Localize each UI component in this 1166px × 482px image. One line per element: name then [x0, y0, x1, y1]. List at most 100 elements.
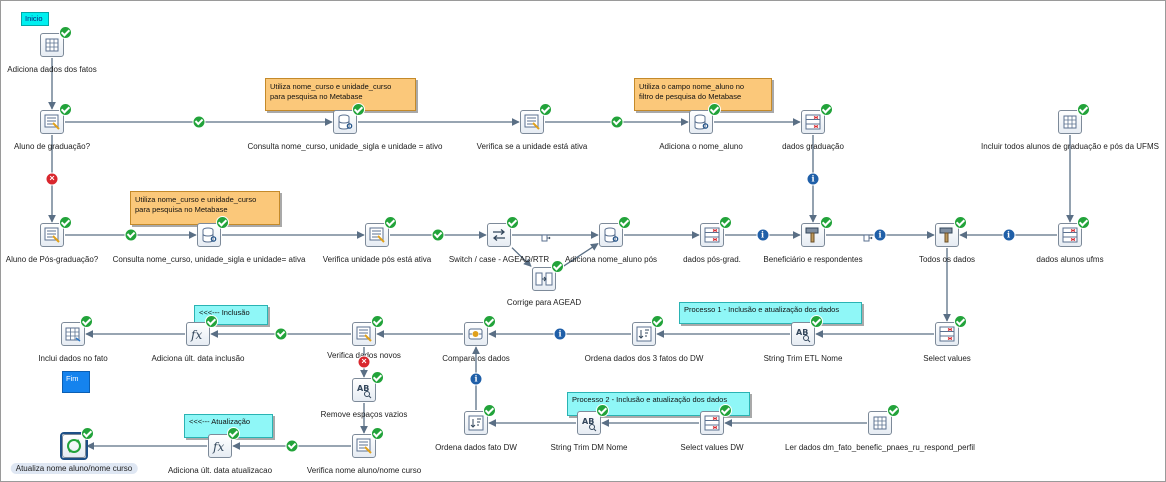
step-s20[interactable]	[352, 315, 384, 346]
status-ok-icon	[59, 216, 72, 229]
selected-ring	[60, 432, 88, 460]
status-ok-icon	[352, 103, 365, 116]
step-s32[interactable]	[352, 427, 384, 458]
status-ok-icon	[708, 103, 721, 116]
status-ok-icon	[59, 103, 72, 116]
note-metabase-graduacao[interactable]: Utiliza nome_curso e unidade_curso para …	[265, 78, 416, 111]
step-s12[interactable]	[599, 216, 631, 247]
step-s15[interactable]	[935, 216, 967, 247]
step-s16[interactable]	[1058, 216, 1090, 247]
database-lookup-icon	[689, 110, 713, 134]
note-metabase-pos[interactable]: Utiliza nome_curso e unidade_curso para …	[130, 191, 280, 225]
status-ok-icon	[483, 315, 496, 328]
step-label: Select values	[923, 354, 971, 363]
step-label: dados alunos ufms	[1036, 255, 1104, 264]
database-lookup-icon	[333, 110, 357, 134]
svg-text:fx: fx	[190, 328, 202, 342]
status-ok-icon	[205, 315, 218, 328]
note-inicio[interactable]: Inicio	[21, 12, 49, 26]
hop-status-info-icon	[553, 327, 567, 341]
status-ok-icon	[719, 404, 732, 417]
step-s27[interactable]: AB	[577, 404, 609, 435]
step-s26[interactable]	[464, 404, 496, 435]
step-s23[interactable]: AB	[791, 315, 823, 346]
step-label: Adiciona nome_aluno pós	[564, 255, 658, 264]
hop-status-ok-icon	[124, 228, 137, 242]
svg-text:AB: AB	[582, 417, 594, 426]
formula-icon: fx	[208, 434, 232, 458]
step-label: Beneficiário e respondentes	[763, 255, 863, 264]
step-s2[interactable]	[40, 103, 72, 134]
step-s25[interactable]: AB	[352, 371, 384, 402]
step-s17[interactable]	[532, 260, 564, 291]
status-ok-icon	[954, 315, 967, 328]
status-ok-icon	[954, 216, 967, 229]
note-processo-1[interactable]: Processo 1 - Inclusão e atualização dos …	[679, 302, 862, 324]
select-values-icon	[700, 411, 724, 435]
step-s31[interactable]: fx	[208, 427, 240, 458]
step-s10[interactable]	[365, 216, 397, 247]
switch-icon	[487, 223, 511, 247]
status-ok-icon	[1077, 216, 1090, 229]
step-label: Ler dados dm_fato_benefic_pnaes_ru_respo…	[785, 443, 975, 452]
step-s5[interactable]	[689, 103, 721, 134]
step-label: Incluir todos alunos de graduação e pós …	[981, 142, 1159, 151]
step-s11[interactable]	[487, 216, 519, 247]
step-label: Inclui dados no fato	[38, 354, 108, 363]
step-s4[interactable]	[520, 103, 552, 134]
step-s19[interactable]: fx	[186, 315, 218, 346]
status-ok-icon	[887, 404, 900, 417]
hop-s11-s17[interactable]	[511, 247, 532, 267]
hop-status-info-icon	[756, 228, 769, 242]
step-label: Compara os dados	[442, 354, 510, 363]
note-metabase-nome-aluno[interactable]: Utiliza o campo nome_aluno no filtro de …	[634, 78, 772, 111]
step-s8[interactable]	[40, 216, 72, 247]
step-s14[interactable]	[801, 216, 833, 247]
step-s13[interactable]	[700, 216, 732, 247]
hop-status-info-icon	[873, 228, 887, 242]
table-icon	[40, 33, 64, 57]
step-label: Aluno de graduação?	[13, 142, 91, 151]
step-label: String Trim ETL Nome	[763, 354, 843, 363]
sync-icon	[62, 434, 86, 458]
step-s9[interactable]	[197, 216, 229, 247]
step-s28[interactable]	[700, 404, 732, 435]
step-label: Aluno de Pós-graduação?	[5, 255, 99, 264]
step-s18[interactable]	[61, 315, 93, 346]
status-ok-icon	[483, 404, 496, 417]
step-s1[interactable]	[40, 26, 72, 57]
status-ok-icon	[539, 103, 552, 116]
step-s6[interactable]	[801, 103, 833, 134]
step-label: Verifica nome aluno/nome curso	[306, 466, 422, 475]
step-label: Ordena dados dos 3 fatos do DW	[584, 354, 704, 363]
step-label: Remove espaços vazios	[320, 410, 408, 419]
step-s30[interactable]	[60, 427, 94, 460]
step-label: Verifica se a unidade está ativa	[476, 142, 588, 151]
step-s24[interactable]	[935, 315, 967, 346]
hop-status-info-icon	[1002, 228, 1015, 242]
status-ok-icon	[216, 216, 229, 229]
status-ok-icon	[81, 427, 94, 440]
status-ok-icon	[810, 315, 823, 328]
step-label: Adiciona dados dos fatos	[7, 65, 97, 74]
hop-status-ok-icon	[192, 115, 205, 129]
sort-icon	[464, 411, 488, 435]
step-s3[interactable]	[333, 103, 365, 134]
step-label: Corrige para AGEAD	[506, 298, 582, 307]
string-trim-icon: AB	[577, 411, 601, 435]
status-ok-icon	[551, 260, 564, 273]
svg-text:fx: fx	[212, 440, 224, 454]
status-ok-icon	[371, 427, 384, 440]
step-label: Ordena dados fato DW	[435, 443, 517, 452]
status-ok-icon	[719, 216, 732, 229]
step-label: Atualiza nome aluno/nome curso	[10, 463, 138, 474]
note-fim[interactable]: Fim	[62, 371, 90, 393]
copy-rows-icon	[541, 230, 551, 242]
step-s29[interactable]	[868, 404, 900, 435]
step-s22[interactable]	[632, 315, 664, 346]
step-s21[interactable]	[464, 315, 496, 346]
hop-status-ok-icon	[610, 115, 623, 129]
svg-text:AB: AB	[796, 328, 808, 337]
step-s7[interactable]	[1058, 103, 1090, 134]
